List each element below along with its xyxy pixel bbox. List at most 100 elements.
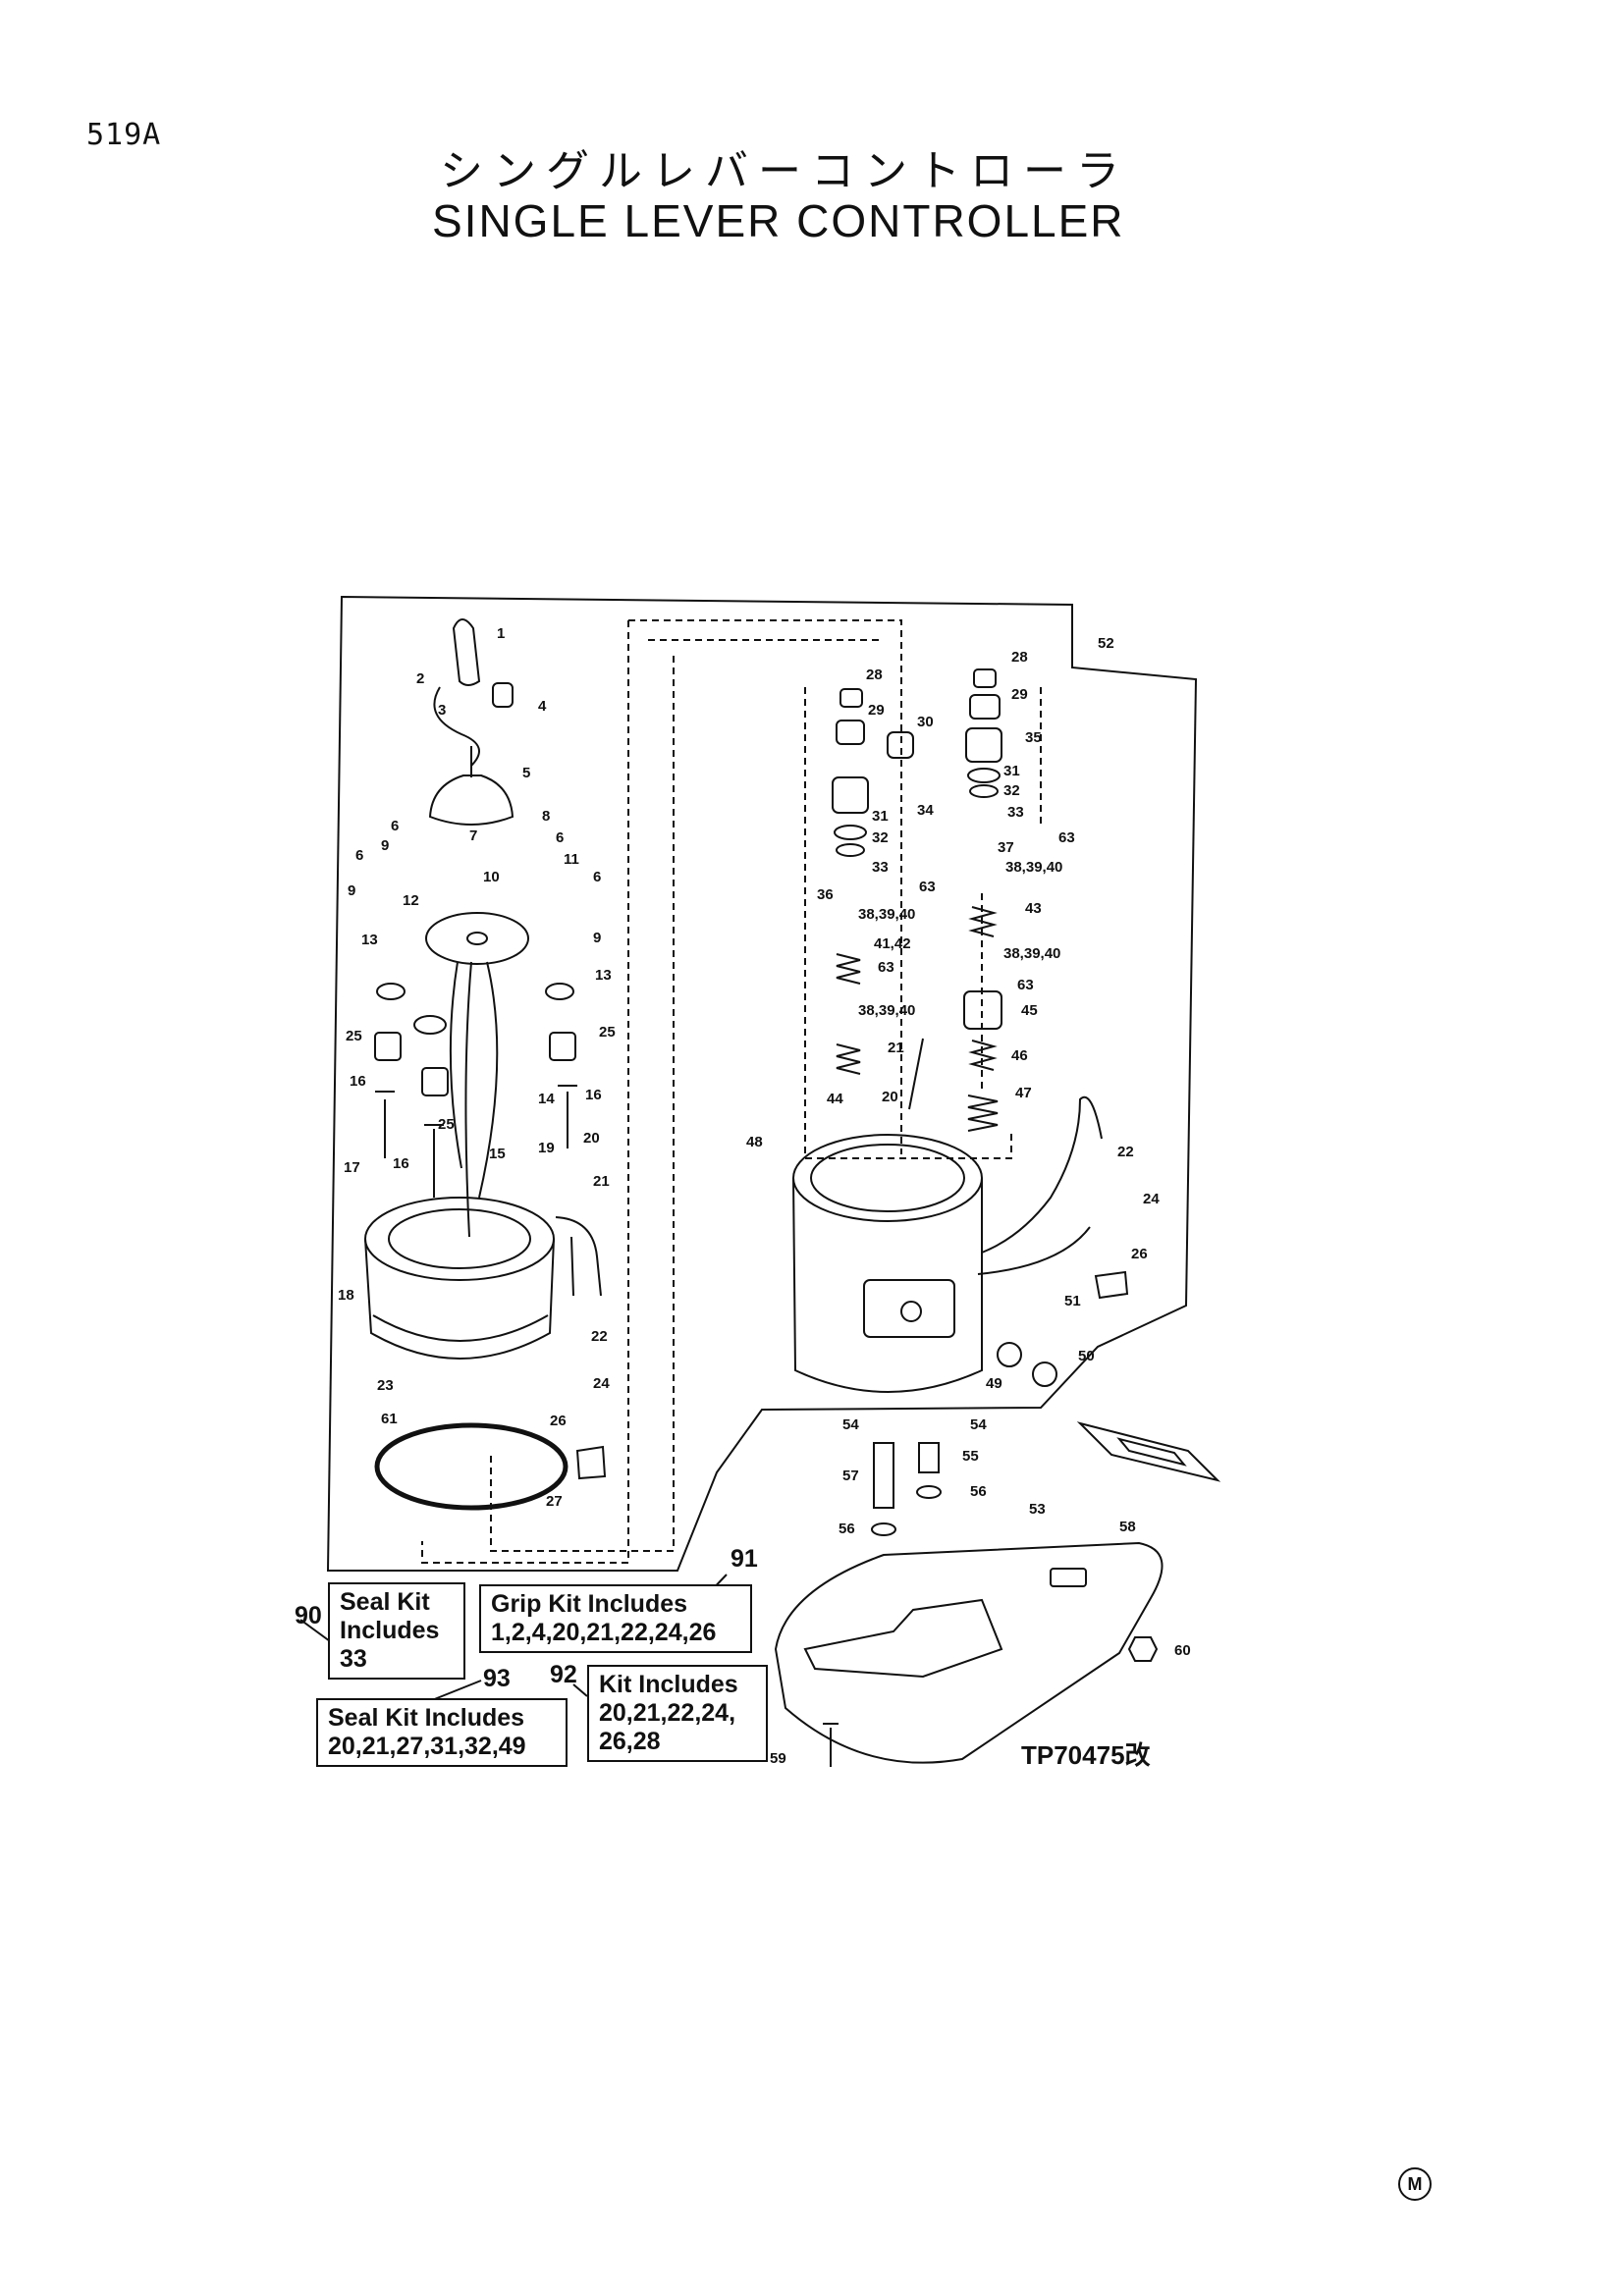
spring-43 bbox=[968, 906, 998, 937]
callout-10: 10 bbox=[483, 869, 500, 885]
o-ring-49 bbox=[997, 1342, 1022, 1367]
callout-21b: 21 bbox=[888, 1040, 904, 1056]
plate-wires bbox=[449, 961, 499, 1238]
callout-44: 44 bbox=[827, 1091, 843, 1107]
callout-24b: 24 bbox=[1143, 1191, 1160, 1207]
callout-7: 7 bbox=[469, 828, 477, 844]
callout-18: 18 bbox=[338, 1287, 354, 1304]
callout-52: 52 bbox=[1098, 635, 1114, 652]
fitting-57 bbox=[873, 1442, 894, 1509]
kit-92-box: Kit Includes 20,21,22,24, 26,28 bbox=[587, 1665, 768, 1762]
callout-47: 47 bbox=[1015, 1085, 1032, 1101]
callout-54a: 54 bbox=[842, 1416, 859, 1433]
callout-22b: 22 bbox=[1117, 1144, 1134, 1160]
callout-41-42: 41,42 bbox=[874, 935, 911, 952]
kit-91-number: 91 bbox=[731, 1545, 758, 1573]
fitting-55 bbox=[918, 1442, 940, 1473]
callout-16b: 16 bbox=[585, 1087, 602, 1103]
callout-35: 35 bbox=[1025, 729, 1042, 746]
callout-29b: 29 bbox=[1011, 686, 1028, 703]
callout-31a: 31 bbox=[872, 808, 889, 825]
housing-harness bbox=[977, 1096, 1103, 1275]
callout-56a: 56 bbox=[970, 1483, 987, 1500]
callout-5: 5 bbox=[522, 765, 530, 781]
upper-plate bbox=[425, 912, 529, 965]
spring-seat-45 bbox=[963, 990, 1002, 1030]
pusher-16-right bbox=[558, 1085, 577, 1148]
callout-48: 48 bbox=[746, 1134, 763, 1150]
pusher-16-left bbox=[375, 1091, 395, 1158]
plug-30 bbox=[887, 731, 914, 759]
callout-6c: 6 bbox=[556, 829, 564, 846]
callout-51: 51 bbox=[1064, 1293, 1081, 1309]
kit-90-box: Seal Kit Includes 33 bbox=[328, 1582, 465, 1680]
assembly-boundary bbox=[326, 595, 1198, 1572]
callout-20b: 20 bbox=[882, 1089, 898, 1105]
callout-38-40c: 38,39,40 bbox=[1005, 859, 1062, 876]
callout-26b: 26 bbox=[1131, 1246, 1148, 1262]
callout-8: 8 bbox=[542, 808, 550, 825]
kit-91-header: Grip Kit Includes bbox=[491, 1590, 688, 1618]
rubber-boot bbox=[428, 774, 514, 826]
callout-21a: 21 bbox=[593, 1173, 610, 1190]
cap-28-a bbox=[839, 688, 863, 708]
kit-93-number: 93 bbox=[483, 1665, 511, 1692]
callout-25a: 25 bbox=[346, 1028, 362, 1044]
callout-28a: 28 bbox=[866, 667, 883, 683]
nut-60 bbox=[1127, 1636, 1159, 1662]
gasket-53 bbox=[1076, 1421, 1221, 1482]
callout-33a: 33 bbox=[872, 859, 889, 876]
callout-2: 2 bbox=[416, 670, 424, 687]
callout-63c: 63 bbox=[1058, 829, 1075, 846]
callout-57: 57 bbox=[842, 1468, 859, 1484]
callout-4: 4 bbox=[538, 698, 547, 715]
connector-26-left bbox=[575, 1445, 607, 1480]
callout-31b: 31 bbox=[1003, 763, 1020, 779]
callout-25b: 25 bbox=[599, 1024, 616, 1041]
callout-43: 43 bbox=[1025, 900, 1042, 917]
callout-55: 55 bbox=[962, 1448, 979, 1465]
title-japanese: シングルレバーコントローラ bbox=[440, 146, 1129, 196]
connector-26-right bbox=[1094, 1270, 1129, 1300]
callout-22a: 22 bbox=[591, 1328, 608, 1345]
kit-93-header: Seal Kit Includes bbox=[328, 1704, 525, 1732]
callout-33b: 33 bbox=[1007, 804, 1024, 821]
callout-6b: 6 bbox=[355, 847, 363, 864]
kit-90-number: 90 bbox=[295, 1602, 322, 1629]
plug-25-left bbox=[374, 1032, 402, 1061]
cap-29-b bbox=[969, 694, 1001, 720]
callout-29a: 29 bbox=[868, 702, 885, 719]
kit-92-header: Kit Includes bbox=[599, 1671, 738, 1698]
housing-body bbox=[792, 1177, 983, 1393]
callout-1: 1 bbox=[497, 625, 505, 642]
callout-13b: 13 bbox=[595, 967, 612, 984]
cap-28-b bbox=[973, 668, 997, 688]
callout-60: 60 bbox=[1174, 1642, 1191, 1659]
callout-46: 46 bbox=[1011, 1047, 1028, 1064]
side-harness bbox=[555, 1216, 602, 1297]
kit-93-box: Seal Kit Includes 20,21,27,31,32,49 bbox=[316, 1698, 568, 1767]
drawing-reference: TP70475改 bbox=[1021, 1740, 1151, 1770]
maker-mark-icon: M bbox=[1398, 2167, 1432, 2201]
callout-6d: 6 bbox=[593, 869, 601, 885]
callout-63d: 63 bbox=[1017, 977, 1034, 993]
callout-28b: 28 bbox=[1011, 649, 1028, 666]
title-english: SINGLE LEVER CONTROLLER bbox=[432, 195, 1125, 246]
callout-13a: 13 bbox=[361, 932, 378, 948]
callout-63b: 63 bbox=[878, 959, 894, 976]
callout-36: 36 bbox=[817, 886, 834, 903]
kit-92-number: 92 bbox=[550, 1661, 577, 1688]
callout-45: 45 bbox=[1021, 1002, 1038, 1019]
callout-59: 59 bbox=[770, 1750, 786, 1767]
kit-91-line2: 1,2,4,20,21,22,24,26 bbox=[491, 1619, 717, 1646]
callout-20a: 20 bbox=[583, 1130, 600, 1147]
callout-14: 14 bbox=[538, 1091, 555, 1107]
kit-90-header: Seal Kit bbox=[340, 1588, 430, 1616]
callout-63a: 63 bbox=[919, 879, 936, 895]
callout-16c: 16 bbox=[393, 1155, 409, 1172]
page-code: 519A bbox=[86, 118, 162, 152]
guide-34 bbox=[832, 776, 869, 814]
callout-49: 49 bbox=[986, 1375, 1002, 1392]
callout-54b: 54 bbox=[970, 1416, 987, 1433]
